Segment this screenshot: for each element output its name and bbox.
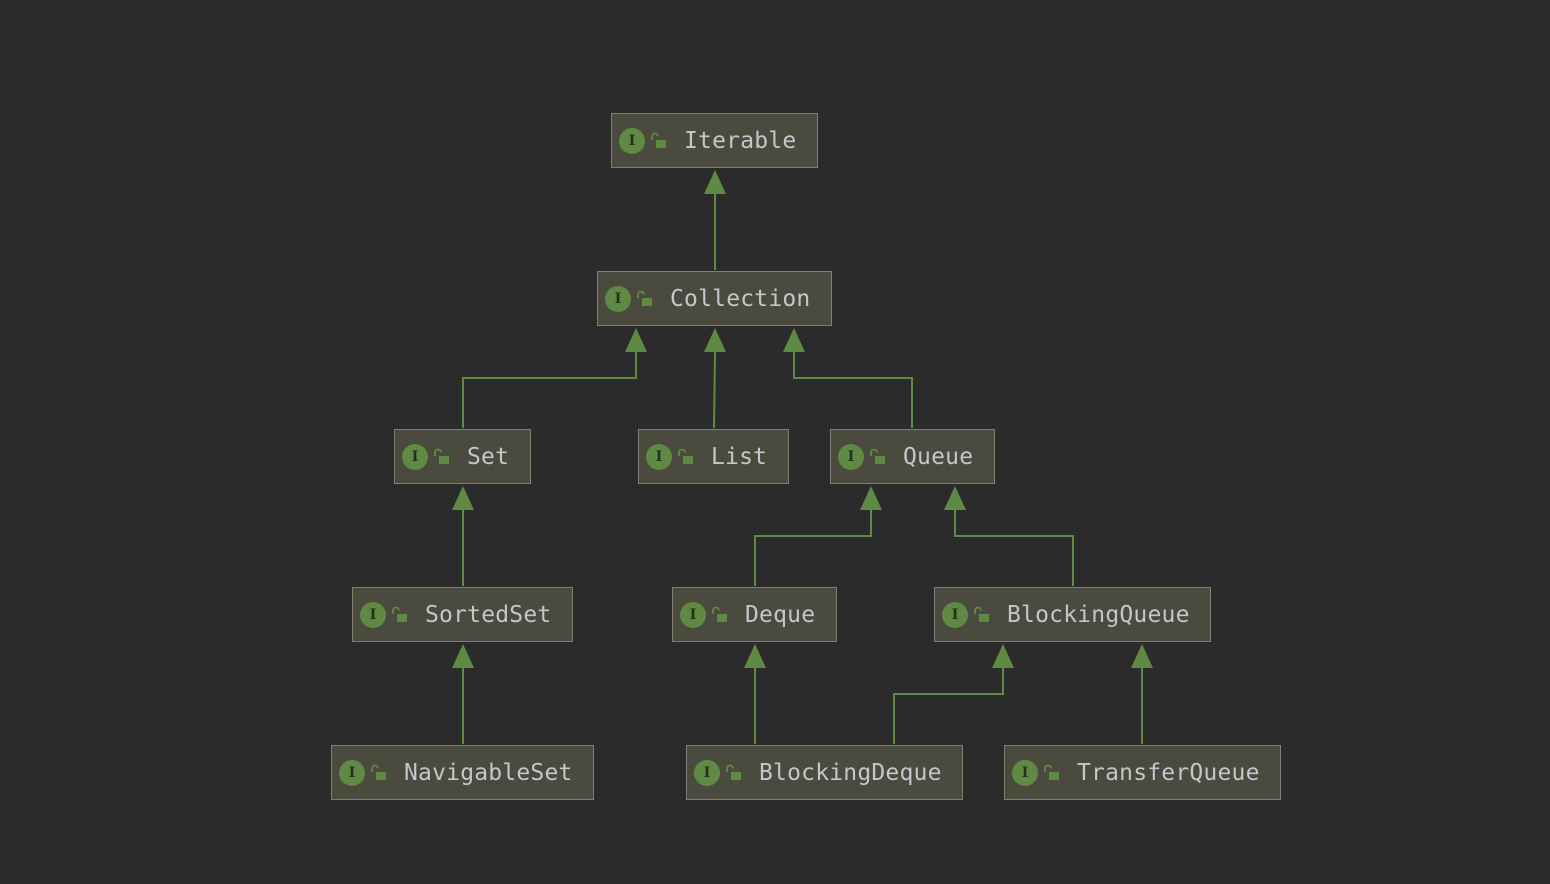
- node-label: SortedSet: [425, 601, 552, 628]
- public-lock-icon: [1044, 764, 1059, 780]
- interface-icon: I: [619, 127, 645, 154]
- interface-icon: I: [694, 759, 720, 786]
- node-label: TransferQueue: [1077, 759, 1260, 786]
- interface-icon: I: [680, 601, 706, 628]
- public-lock-icon: [371, 764, 386, 780]
- node-label: NavigableSet: [404, 759, 573, 786]
- edge-blockingqueue-to-queue: [954, 510, 1074, 586]
- node-blockingdeque[interactable]: I BlockingDeque: [686, 745, 963, 800]
- public-lock-icon: [651, 132, 666, 148]
- public-lock-icon: [712, 606, 727, 622]
- node-queue[interactable]: I Queue: [830, 429, 995, 484]
- interface-icon: I: [942, 601, 968, 628]
- node-label: Iterable: [684, 127, 797, 154]
- public-lock-icon: [678, 448, 693, 464]
- public-lock-icon: [974, 606, 989, 622]
- arrowhead-blockingdeque-to-deque: [744, 644, 766, 668]
- arrowhead-collection-to-iterable: [704, 170, 726, 194]
- public-lock-icon: [870, 448, 885, 464]
- arrowhead-list-to-collection: [704, 328, 726, 352]
- node-iterable[interactable]: I Iterable: [611, 113, 818, 168]
- interface-icon: I: [605, 285, 631, 312]
- public-lock-icon: [726, 764, 741, 780]
- node-label: BlockingQueue: [1007, 601, 1190, 628]
- interface-icon: I: [360, 601, 386, 628]
- node-label: Set: [467, 443, 510, 470]
- public-lock-icon: [434, 448, 449, 464]
- arrowhead-transferqueue-to-blockingqueue: [1131, 644, 1153, 668]
- node-label: Collection: [670, 285, 811, 312]
- arrowhead-blockingdeque-to-blockingqueue: [992, 644, 1014, 668]
- node-collection[interactable]: I Collection: [597, 271, 832, 326]
- node-sortedset[interactable]: I SortedSet: [352, 587, 573, 642]
- arrowhead-navigableset-to-sortedset: [452, 644, 474, 668]
- edge-queue-to-collection: [793, 352, 913, 428]
- edge-deque-to-queue: [754, 510, 872, 586]
- node-label: BlockingDeque: [759, 759, 942, 786]
- arrowhead-deque-to-queue: [860, 486, 882, 510]
- node-transferqueue[interactable]: I TransferQueue: [1004, 745, 1281, 800]
- edge-set-to-collection: [462, 352, 637, 428]
- interface-icon: I: [1012, 759, 1038, 786]
- arrowhead-blockingqueue-to-queue: [944, 486, 966, 510]
- node-deque[interactable]: I Deque: [672, 587, 837, 642]
- public-lock-icon: [392, 606, 407, 622]
- node-list[interactable]: I List: [638, 429, 789, 484]
- node-label: Queue: [903, 443, 974, 470]
- interface-icon: I: [838, 443, 864, 470]
- edge-list-to-collection: [713, 351, 716, 429]
- public-lock-icon: [637, 290, 652, 306]
- interface-icon: I: [402, 443, 428, 470]
- node-label: Deque: [745, 601, 816, 628]
- node-label: List: [711, 443, 768, 470]
- interface-icon: I: [646, 443, 672, 470]
- node-blockingqueue[interactable]: I BlockingQueue: [934, 587, 1211, 642]
- edge-blockingdeque-to-blockingqueue: [893, 668, 1004, 744]
- node-set[interactable]: I Set: [394, 429, 531, 484]
- arrowhead-sortedset-to-set: [452, 486, 474, 510]
- arrowhead-set-to-collection: [625, 328, 647, 352]
- interface-icon: I: [339, 759, 365, 786]
- node-navigableset[interactable]: I NavigableSet: [331, 745, 594, 800]
- arrowhead-queue-to-collection: [783, 328, 805, 352]
